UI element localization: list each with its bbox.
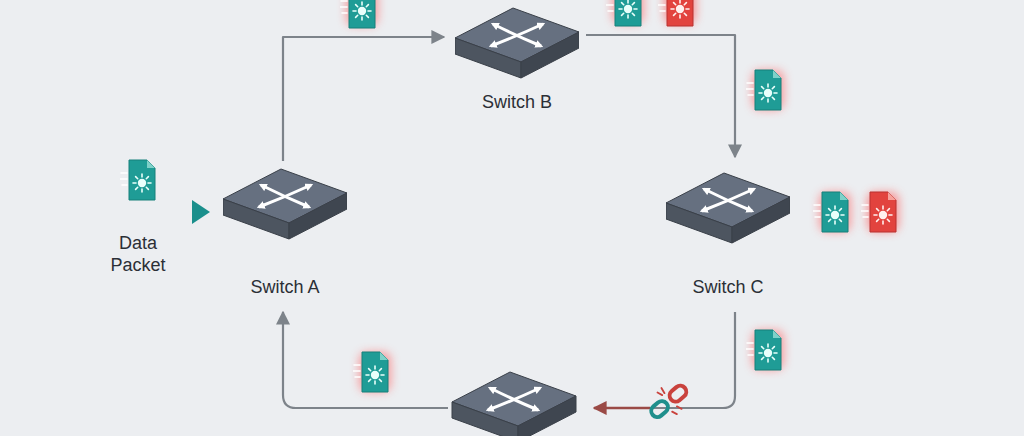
packet-icon [813,192,848,232]
broken-link-icon [643,376,694,426]
packet-icon [746,70,781,110]
inflow-arrowhead [192,200,210,224]
switch-arrows [702,189,754,211]
switch-icon [455,2,579,80]
switch-icon [666,167,790,245]
switch-side [455,38,521,78]
switch-icon [452,372,576,436]
switch-label: Switch C [692,276,763,298]
chain-link [667,383,689,404]
packet-label: Data Packet [100,232,176,276]
packet-icon [353,352,388,392]
loop-arrow [283,37,444,161]
data-packet-icon [120,160,155,200]
chain-link [649,399,671,420]
switch-arrows [488,388,540,410]
switch-side [666,203,732,243]
switch-node: Switch C [663,167,793,298]
switch-label: Switch B [482,91,552,113]
loop-arrow [594,407,650,409]
switch-arrows [491,24,543,46]
switch-side [289,193,347,239]
inflow-arrow [72,210,206,215]
packet-icon [658,0,693,26]
switch-label: Switch A [250,276,319,298]
break-sparks [656,387,682,416]
switch-node: Switch A [220,163,350,298]
switch-side [223,199,289,239]
switch-side [732,197,790,243]
switch-icon [223,163,347,241]
packet-group [340,0,899,392]
packet-icon [746,330,781,370]
packet-icon [606,0,641,26]
switch-arrows [259,185,311,207]
switch-side [518,396,576,436]
packet-icon [861,192,896,232]
switch-node: Switch B [452,2,582,113]
switch-side [521,32,579,78]
packet-icon [340,0,375,28]
loop-arrow [283,312,448,408]
loop-arrow [586,35,735,157]
switch-side [452,402,518,436]
